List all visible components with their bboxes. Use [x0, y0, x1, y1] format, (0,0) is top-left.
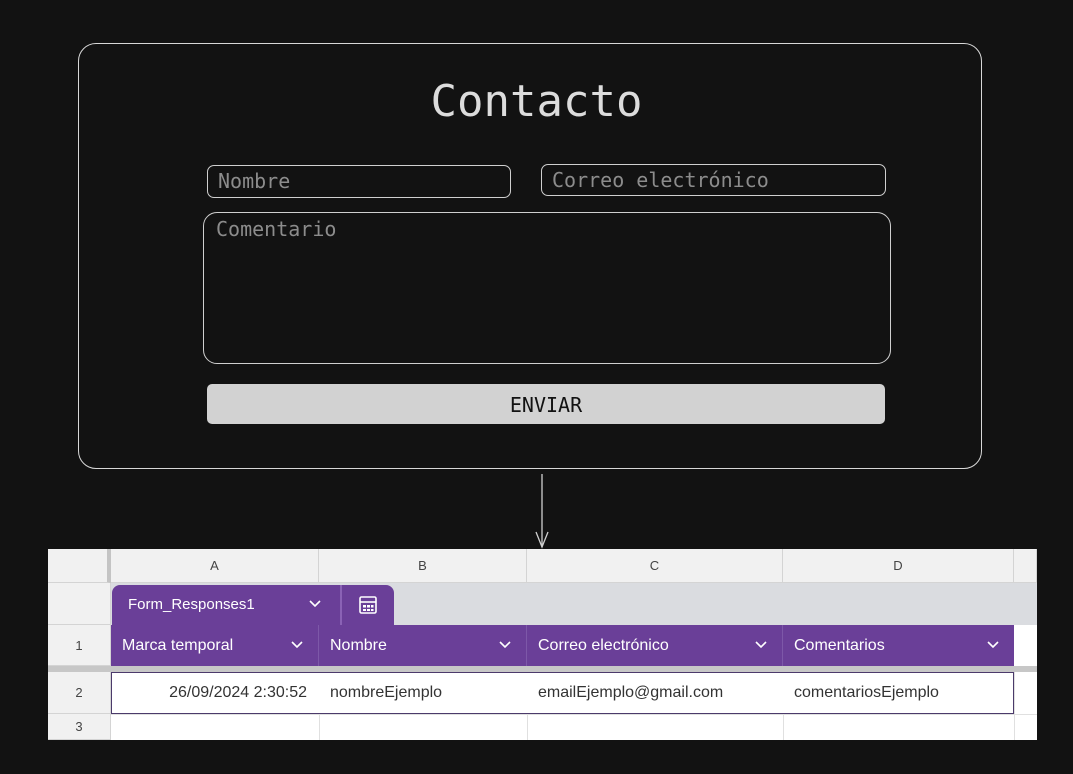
header-label: Correo electrónico — [538, 637, 669, 654]
table-header-row: Marca temporal Nombre Correo electrónico… — [111, 625, 1014, 666]
grid-line — [1014, 672, 1015, 740]
email-field[interactable]: Correo electrónico — [541, 164, 886, 196]
row-header-1[interactable]: 1 — [48, 625, 111, 666]
column-header-e[interactable] — [1014, 549, 1037, 583]
chevron-down-icon[interactable] — [308, 599, 322, 609]
contact-form-card — [78, 43, 982, 469]
submit-button[interactable]: ENVIAR — [207, 384, 885, 424]
cell-name[interactable]: nombreEjemplo — [330, 684, 443, 701]
cell-comments[interactable]: comentariosEjemplo — [794, 684, 939, 701]
row-header-3[interactable]: 3 — [48, 714, 111, 740]
header-cell-name[interactable]: Nombre — [319, 625, 527, 666]
grid-line — [319, 714, 320, 740]
grid-line — [527, 714, 528, 740]
tab-divider — [340, 585, 342, 625]
cell-timestamp[interactable]: 26/09/2024 2:30:52 — [169, 684, 307, 701]
down-arrow-icon — [535, 474, 549, 549]
header-cell-email[interactable]: Correo electrónico — [527, 625, 783, 666]
table-tab-label: Form_Responses1 — [128, 596, 255, 613]
column-header-d[interactable]: D — [783, 549, 1014, 583]
header-cell-timestamp[interactable]: Marca temporal — [111, 625, 319, 666]
header-divider — [48, 666, 1037, 672]
chevron-down-icon[interactable] — [754, 640, 768, 650]
table-view-icon[interactable] — [358, 595, 378, 615]
chevron-down-icon[interactable] — [498, 640, 512, 650]
row-header-2[interactable]: 2 — [48, 672, 111, 714]
header-label: Comentarios — [794, 637, 885, 654]
table-tab[interactable]: Form_Responses1 — [112, 585, 394, 625]
name-field[interactable]: Nombre — [207, 165, 511, 198]
row-header-blank — [48, 583, 111, 625]
column-header-c[interactable]: C — [527, 549, 783, 583]
grid-line — [783, 714, 784, 740]
row-divider — [111, 714, 1037, 715]
cell-email[interactable]: emailEjemplo@gmail.com — [538, 684, 724, 701]
header-label: Nombre — [330, 637, 387, 654]
form-title: Contacto — [430, 76, 643, 127]
comment-field[interactable]: Comentario — [203, 212, 891, 364]
sheet-corner[interactable] — [48, 549, 111, 583]
column-header-a[interactable]: A — [111, 549, 319, 583]
table-row: 26/09/2024 2:30:52 nombreEjemplo emailEj… — [111, 672, 1014, 714]
chevron-down-icon[interactable] — [986, 640, 1000, 650]
column-header-b[interactable]: B — [319, 549, 527, 583]
header-label: Marca temporal — [122, 637, 234, 654]
chevron-down-icon[interactable] — [290, 640, 304, 650]
header-cell-comments[interactable]: Comentarios — [783, 625, 1014, 666]
spreadsheet: A B C D Form_Responses1 1 Marca temporal… — [48, 549, 1037, 740]
